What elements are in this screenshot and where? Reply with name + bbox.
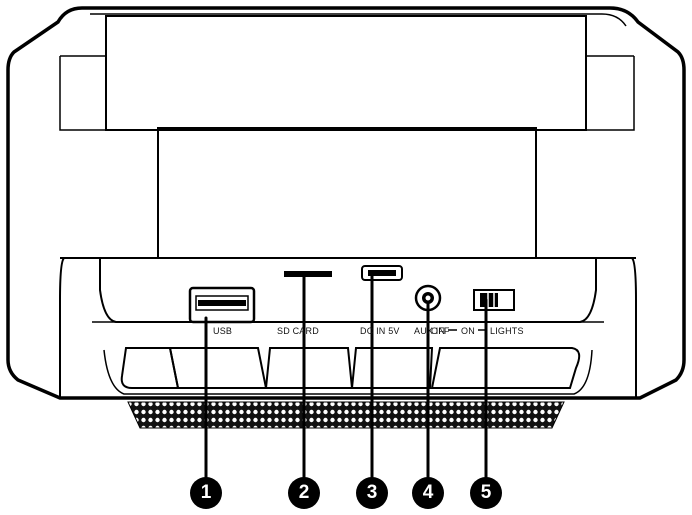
label-dc-in: DC IN 5V (360, 326, 400, 336)
callout-badge-1: 1 (190, 477, 222, 509)
light-switch (473, 289, 515, 311)
speaker-grille (127, 401, 565, 429)
handle-strap (157, 127, 537, 259)
label-switch-on: ON (461, 326, 475, 336)
callout-badge-4: 4 (412, 477, 444, 509)
callout-badge-3: 3 (356, 477, 388, 509)
callout-badge-2: 2 (288, 477, 320, 509)
label-switch-off: OFF (431, 326, 450, 336)
callout-lines (204, 272, 488, 480)
dc-in-port (361, 265, 403, 281)
speaker-body (6, 6, 686, 400)
label-usb: USB (213, 326, 233, 336)
handle (105, 15, 587, 131)
port-panel (99, 258, 597, 323)
sd-card-slot (284, 271, 332, 277)
label-sd-card: SD CARD (277, 326, 319, 336)
usb-port (188, 286, 256, 324)
label-aux-in: AUX IN (414, 326, 446, 336)
foot-left (120, 347, 180, 389)
foot-middle (264, 347, 354, 389)
callout-badge-5: 5 (470, 477, 502, 509)
label-switch-lights: LIGHTS (490, 326, 524, 336)
foot-right (430, 347, 581, 389)
